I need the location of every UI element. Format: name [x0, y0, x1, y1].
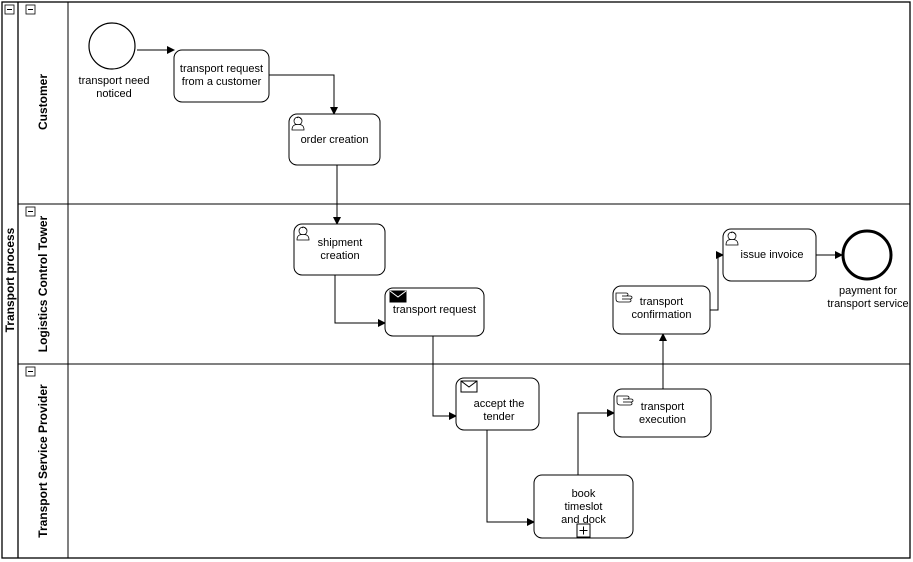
- flow-transport-request-to-accept: [432, 336, 457, 420]
- task-transport-request-customer-label: transport request from a customer: [179, 63, 264, 88]
- pool-title: Transport process: [3, 227, 17, 333]
- task-transport-confirmation-label: transport confirmation: [631, 296, 692, 321]
- task-accept-tender-label: accept the tender: [473, 398, 525, 423]
- task-transport-request-customer[interactable]: [173, 49, 270, 103]
- envelope-outline-icon: [460, 380, 478, 393]
- flow-confirmation-to-invoice: [710, 251, 724, 311]
- start-event[interactable]: [88, 22, 136, 70]
- task-shipment-creation[interactable]: [293, 223, 386, 276]
- task-transport-request-label: transport request: [392, 304, 477, 316]
- pool-collapse-icon[interactable]: [4, 4, 15, 15]
- lane-title-logistics: Logistics Control Tower: [36, 215, 50, 353]
- task-issue-invoice[interactable]: [722, 228, 817, 282]
- start-event-label: transport need noticed: [78, 75, 150, 100]
- task-book-timeslot[interactable]: [533, 474, 634, 539]
- end-event[interactable]: [841, 229, 893, 281]
- hand-icon: [616, 395, 634, 406]
- task-book-timeslot-label: book timeslot and dock: [561, 488, 606, 526]
- envelope-filled-icon: [389, 290, 407, 303]
- flow-shipment-to-transport-request: [334, 275, 386, 327]
- hand-icon: [615, 292, 633, 303]
- task-transport-request[interactable]: [384, 287, 485, 337]
- task-transport-confirmation[interactable]: [612, 285, 711, 335]
- lane-provider-collapse-icon[interactable]: [25, 366, 36, 377]
- user-icon: [291, 116, 305, 131]
- task-transport-execution[interactable]: [613, 388, 712, 438]
- lane-title-provider: Transport Service Provider: [36, 384, 50, 538]
- plus-marker-icon[interactable]: [576, 523, 591, 538]
- flow-accept-to-book: [486, 430, 535, 526]
- end-event-label: payment for transport service: [827, 285, 909, 310]
- lane-title-customer: Customer: [36, 74, 50, 131]
- task-transport-execution-label: transport execution: [638, 401, 687, 426]
- flow-request-to-order: [269, 74, 338, 115]
- lane-provider: [17, 363, 911, 559]
- task-issue-invoice-label: issue invoice: [740, 249, 804, 261]
- lane-logistics-collapse-icon[interactable]: [25, 206, 36, 217]
- task-order-creation-label: order creation: [300, 134, 369, 146]
- user-icon: [296, 226, 310, 241]
- flow-book-to-execution: [577, 409, 615, 475]
- task-order-creation[interactable]: [288, 113, 381, 166]
- lane-customer-collapse-icon[interactable]: [25, 4, 36, 15]
- task-shipment-creation-label: shipment creation: [317, 237, 363, 262]
- user-icon: [725, 231, 739, 246]
